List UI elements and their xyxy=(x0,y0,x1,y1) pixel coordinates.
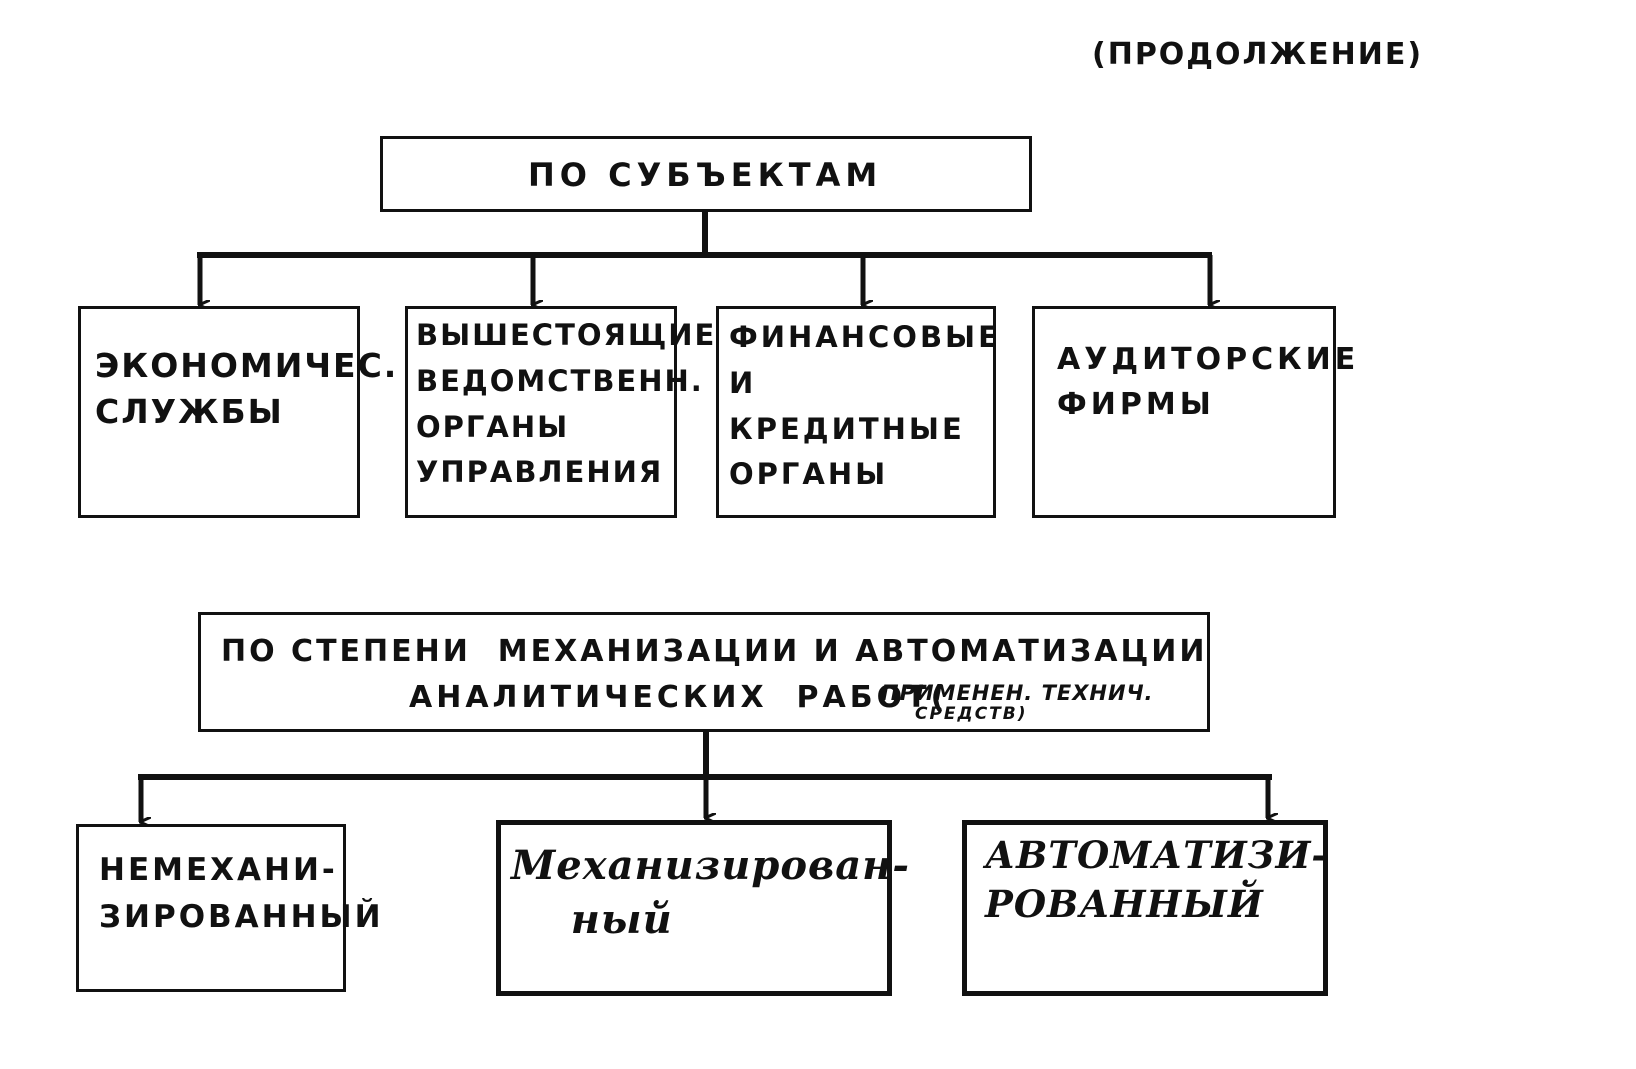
tree1-child-superior-bodies: Вышестоящие ведомственн. органы управлен… xyxy=(405,306,714,518)
tree1-child-financial-bodies: Финансовые и кредитные органы xyxy=(716,306,998,518)
tree1-child-1-label: Экономичес. службы xyxy=(95,346,399,432)
tree1-child-2-label: Вышестоящие ведомственн. органы управлен… xyxy=(416,318,717,490)
tree1-root-box: По субъектам xyxy=(380,136,1032,212)
tree1-child-audit-firms: Аудиторские фирмы xyxy=(1032,306,1355,518)
tree2-child-1-label: Немехани- зированный xyxy=(99,852,384,936)
tree2-root-line1: По степени механизации и автоматизации xyxy=(221,634,1208,669)
tree2-child-3-label: Автоматизи- рованный xyxy=(985,833,1328,926)
tree2-root-note-line2: средств) xyxy=(915,704,1028,724)
tree2-root-box: По степени механизации и автоматизации а… xyxy=(198,612,1210,732)
tree2-child-automated: Автоматизи- рованный xyxy=(962,820,1328,996)
continuation-note: (ПРОДОЛЖЕНИЕ) xyxy=(1092,37,1424,72)
tree2-child-mechanized: Механизирован- ный xyxy=(496,820,909,996)
tree1-child-economic-services: Экономичес. службы xyxy=(78,306,396,518)
tree2-child-2-label: Механизирован- ный xyxy=(511,842,910,943)
tree1-child-4-label: Аудиторские фирмы xyxy=(1057,342,1360,422)
tree2-root-line2: аналитических работ( xyxy=(409,680,949,715)
tree1-child-3-label: Финансовые и кредитные органы xyxy=(729,320,1001,492)
tree1-root-label: По субъектам xyxy=(528,156,883,194)
tree2-child-non-mechanized: Немехани- зированный xyxy=(76,824,381,992)
tree2-root-note-line1: применен. технич. xyxy=(881,681,1154,705)
